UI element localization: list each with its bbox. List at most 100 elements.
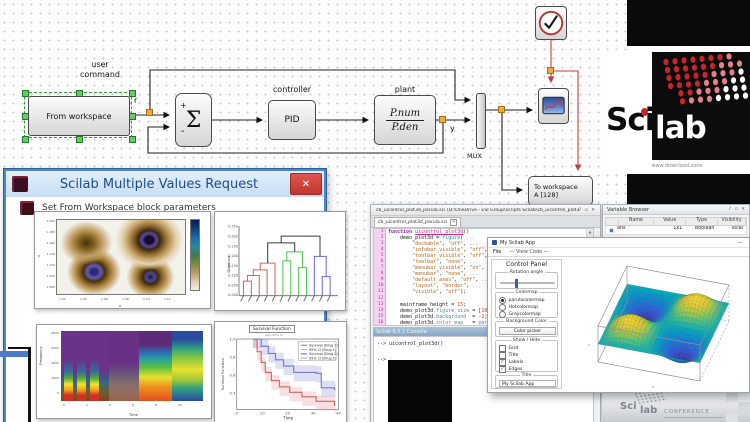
code-line[interactable]: "visible", "off"); bbox=[412, 289, 467, 296]
control-panel: Control Panel Rotation angle Colormap pa… bbox=[491, 259, 562, 389]
varbrowser-titlebar[interactable]: Variable Browser ? ▫ ✕ bbox=[603, 205, 749, 215]
app-menu-file[interactable]: File bbox=[493, 249, 502, 255]
code-line[interactable]: function uicontrol_plot3d() bbox=[388, 229, 470, 235]
vb-column-name[interactable]: Name bbox=[618, 218, 655, 225]
handle-s[interactable] bbox=[76, 136, 83, 143]
spectro-seg3 bbox=[139, 331, 172, 401]
from-workspace-label: From workspace bbox=[46, 111, 112, 121]
checkbox-box[interactable]: ✓ bbox=[499, 365, 506, 373]
line-number: 3 bbox=[380, 241, 384, 247]
handle-ne[interactable] bbox=[129, 90, 136, 97]
axis-tick: 6 bbox=[132, 403, 134, 407]
code-line[interactable]: "default_axes", "off", ... bbox=[412, 277, 491, 284]
checkbox-title[interactable]: Title bbox=[499, 351, 556, 359]
surface-3d-plot[interactable]: xz bbox=[564, 250, 750, 392]
app-titlebar[interactable]: My Scilab App — bbox=[488, 238, 749, 248]
editor-code[interactable]: function uicontrol_plot3d() demo_plot3d … bbox=[386, 229, 586, 325]
group-background: Background Color Color picker bbox=[495, 319, 558, 337]
handle-nw[interactable] bbox=[22, 90, 29, 97]
scinotes-titlebar[interactable]: cb_uicontrol_plot3d_parula.sci (D:\OneDr… bbox=[371, 205, 600, 216]
link-to-workspace[interactable] bbox=[501, 110, 524, 194]
contour-ylabel: y bbox=[38, 254, 41, 258]
checkbox-edges[interactable]: ✓Edges bbox=[499, 365, 556, 373]
handle-se[interactable] bbox=[129, 136, 136, 143]
code-line[interactable]: demo_plot3d = figure( ... bbox=[388, 235, 476, 242]
line-number: 14 bbox=[377, 307, 384, 313]
link-r-to-mux[interactable] bbox=[149, 69, 472, 113]
varbrowser-title: Variable Browser bbox=[607, 206, 650, 213]
code-line[interactable]: "dockable", "off", ... bbox=[412, 241, 479, 248]
vb-column-value[interactable]: Value bbox=[654, 218, 687, 225]
dialog-scilab-icon bbox=[12, 176, 28, 192]
radio-Hotcolormap[interactable]: Hotcolormap bbox=[499, 303, 556, 311]
conference-fan-icon bbox=[635, 391, 665, 404]
scilab-logo-sci: Sci bbox=[606, 102, 655, 138]
black-banner-mid bbox=[627, 174, 750, 205]
code-line[interactable]: "toolbar", "none", ... bbox=[412, 259, 479, 266]
app-minimize-button[interactable]: — bbox=[737, 239, 744, 246]
svg-text:Distance: Distance bbox=[226, 255, 231, 272]
artifact-frame-side bbox=[28, 347, 31, 422]
annotation-user-command[interactable]: user command bbox=[60, 60, 140, 80]
handle-e[interactable] bbox=[129, 113, 136, 120]
checkbox-box[interactable] bbox=[499, 344, 506, 352]
conference-rule bbox=[664, 417, 724, 418]
block-sum[interactable]: Σ + - bbox=[175, 93, 212, 147]
svg-text:95% CI (Drug 2): 95% CI (Drug 2) bbox=[309, 356, 337, 360]
code-line[interactable]: demo_plot3d.background = -2; bbox=[388, 313, 488, 320]
dialog-close-button[interactable]: ✕ bbox=[290, 173, 322, 195]
code-line[interactable]: "layout", "border", ... bbox=[412, 283, 482, 290]
handle-sw[interactable] bbox=[22, 136, 29, 143]
varbrowser-window-buttons[interactable]: ? ▫ ✕ bbox=[728, 207, 746, 212]
app-title-input[interactable]: My Scilab App bbox=[499, 380, 556, 387]
scilab-logo-card: lab Sci www.download.zone bbox=[604, 50, 750, 174]
console-titlebar[interactable]: Scilab 6.0.1 Console bbox=[373, 327, 594, 336]
scinotes-window-buttons[interactable]: ? ▫ ✕ bbox=[578, 207, 596, 213]
svg-text:0: 0 bbox=[236, 411, 239, 415]
block-clock[interactable] bbox=[535, 6, 567, 40]
axis-tick: 1.120 bbox=[46, 263, 55, 267]
radio-circle[interactable] bbox=[499, 303, 506, 311]
block-scope[interactable] bbox=[538, 88, 569, 124]
link-feedback[interactable] bbox=[147, 120, 444, 154]
checkbox-label: Edges bbox=[508, 366, 523, 372]
app-menu-viewcode[interactable]: — View Code — bbox=[509, 249, 549, 255]
scinotes-tab-close[interactable]: ✕ bbox=[450, 219, 458, 226]
radio-circle[interactable] bbox=[499, 296, 506, 304]
from-workspace-body[interactable]: From workspace bbox=[28, 96, 130, 136]
dendrogram-svg: 0.3500.3000.2500.2000.1500.1000.0500.000… bbox=[226, 225, 338, 302]
radio-circle[interactable] bbox=[499, 310, 506, 318]
block-mux[interactable] bbox=[476, 93, 486, 149]
checkbox-grid[interactable]: Grid bbox=[499, 344, 556, 352]
code-line[interactable]: mainframe_height = 15; bbox=[388, 301, 467, 308]
rotation-slider-thumb[interactable] bbox=[515, 278, 518, 288]
block-from-workspace[interactable]: From workspace bbox=[22, 90, 136, 143]
vb-column-visibility[interactable]: Visibility bbox=[718, 218, 747, 225]
block-plant[interactable]: P.num P.den bbox=[374, 95, 436, 145]
radio-parulacolormap[interactable]: parulacolormap bbox=[499, 296, 556, 304]
color-picker-button[interactable]: Color picker bbox=[499, 327, 556, 335]
block-to-workspace[interactable]: To workspace A [128] bbox=[528, 176, 593, 206]
event-clock-to-workspace[interactable] bbox=[551, 70, 582, 172]
vb-column-type[interactable]: Type bbox=[686, 218, 719, 225]
code-line[interactable]: "menubar", "none", ... bbox=[412, 271, 479, 278]
app-menubar[interactable]: File — View Code — bbox=[488, 248, 749, 257]
checkbox-box[interactable]: ✓ bbox=[499, 358, 506, 366]
figure-survival[interactable]: Survival Function with 95% CI Survival (… bbox=[214, 321, 347, 422]
rotation-slider-track[interactable] bbox=[500, 282, 555, 284]
checkbox-labels[interactable]: ✓Labels bbox=[499, 358, 556, 366]
axis-tick: 10 bbox=[178, 403, 182, 407]
block-pid[interactable]: PID bbox=[268, 100, 316, 140]
radio-Graycolormap[interactable]: Graycolormap bbox=[499, 310, 556, 318]
scinotes-tab[interactable]: cb_uicontrol_plot3d_parula.sci ✕ bbox=[374, 217, 462, 227]
checkbox-box[interactable] bbox=[499, 351, 506, 359]
